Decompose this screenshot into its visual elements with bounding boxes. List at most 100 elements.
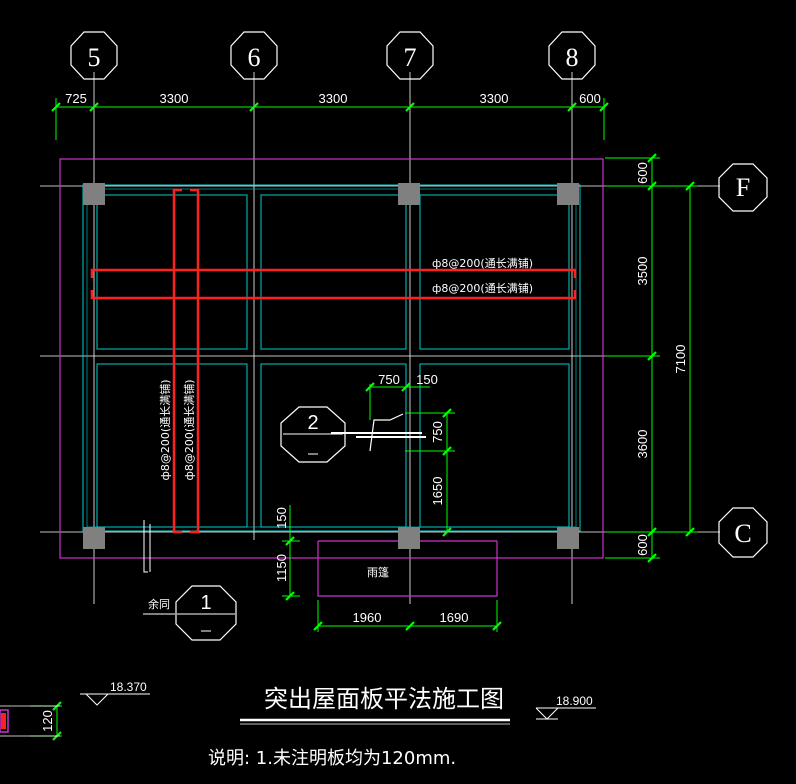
axis-label: 5 <box>88 43 101 72</box>
axis-label: 7 <box>404 43 417 72</box>
description-note: 说明: 1.未注明板均为120mm. <box>208 748 456 769</box>
beams <box>82 184 581 532</box>
stair-opening <box>331 413 426 452</box>
dimension-text: 3300 <box>319 91 348 106</box>
axis-bubble-6: 6 <box>230 31 278 80</box>
axis-bubble-octagon <box>548 31 596 80</box>
axis-bubble-5: 5 <box>70 31 118 80</box>
column <box>398 183 420 205</box>
dim-tick <box>685 527 695 537</box>
dim-tick <box>401 382 411 392</box>
axis-bubble-8: 8 <box>548 31 596 80</box>
dimension-text: 725 <box>65 91 87 106</box>
dim-tick <box>51 102 61 112</box>
columns <box>83 183 579 549</box>
panel-1 <box>96 194 248 350</box>
dim-tick <box>647 527 657 537</box>
axis-bubble-octagon <box>70 31 118 80</box>
slab-section-detail <box>0 705 60 737</box>
dimension-text: 1650 <box>430 477 445 506</box>
axis-bubble-octagon <box>718 163 768 212</box>
axis-label: F <box>736 173 750 202</box>
elevation-triangle <box>535 707 559 720</box>
axis-bubble-octagon <box>230 31 278 80</box>
dim-tick <box>365 382 375 392</box>
dim-tick <box>647 351 657 361</box>
dimension-text: 600 <box>635 162 650 184</box>
elevation-text: 18.900 <box>556 694 593 708</box>
panel-3 <box>419 194 570 350</box>
elevation-triangle <box>85 693 109 706</box>
axis-bubble-f: F <box>718 163 768 212</box>
column <box>557 527 579 549</box>
slab-outline <box>59 158 604 597</box>
dimension-text: 3600 <box>635 430 650 459</box>
panel-5 <box>260 363 407 528</box>
rebar-line-vertical-2 <box>190 188 200 534</box>
dim-tick <box>599 102 609 112</box>
stair-break-line <box>369 413 404 452</box>
dim-tick <box>492 621 502 631</box>
axis-bubble-octagon <box>386 31 434 80</box>
dimension-text: 150 <box>416 372 438 387</box>
rebar-lines <box>90 188 577 534</box>
dimension-text: 7100 <box>673 345 688 374</box>
section-number: 1 <box>200 592 211 614</box>
rebar-line-horizontal-2 <box>90 290 577 300</box>
column <box>398 527 420 549</box>
canopy-label: 雨篷 <box>367 565 389 579</box>
dimension-text: 1960 <box>353 610 382 625</box>
panel-4 <box>96 363 248 528</box>
column <box>83 183 105 205</box>
rebar-label: ф8@200(通长满铺) <box>432 282 533 295</box>
slab-section-fill <box>1 713 6 729</box>
dimension-text: 600 <box>635 534 650 556</box>
dim-tick <box>405 621 415 631</box>
dim-tick <box>567 102 577 112</box>
dimension-text: 3500 <box>635 257 650 286</box>
dim-tick <box>647 153 657 163</box>
rebar-label: ф8@200(通长满铺) <box>159 380 172 481</box>
axis-label: 8 <box>566 43 579 72</box>
axis-label: C <box>734 519 751 548</box>
dimension-text: 150 <box>274 507 289 529</box>
dim-tick <box>405 102 415 112</box>
section-cut-line <box>143 520 148 573</box>
axis-bubble-c: C <box>718 507 768 558</box>
dim-tick <box>442 408 452 418</box>
rebar-line-horizontal-1 <box>90 268 577 278</box>
axis-bubble-octagon <box>718 507 768 558</box>
rebar-label: ф8@200(通长满铺) <box>432 257 533 270</box>
section-marker-2: 2 <box>280 406 346 463</box>
column <box>557 183 579 205</box>
rebar-label: ф8@200(通长满铺) <box>183 380 196 481</box>
dimension-lines <box>30 98 698 737</box>
dim-tick <box>89 102 99 112</box>
panel-2 <box>260 194 407 350</box>
dimension-text: 1690 <box>440 610 469 625</box>
rebar-line-vertical-1 <box>172 188 182 534</box>
axis-bubble-7: 7 <box>386 31 434 80</box>
dimension-text: 120 <box>40 710 55 732</box>
dimension-text: 3300 <box>480 91 509 106</box>
section-marker-octagon <box>280 406 346 463</box>
dimension-text: 750 <box>430 421 445 443</box>
dim-tick <box>442 446 452 456</box>
slab-edge <box>59 158 604 559</box>
dim-tick <box>685 181 695 191</box>
dimension-text: 750 <box>378 372 400 387</box>
slab-section <box>0 709 9 733</box>
dim-tick <box>285 591 295 601</box>
section-number: 2 <box>307 412 318 434</box>
dim-tick <box>647 553 657 563</box>
section-marker-1: 1 <box>143 520 237 641</box>
drawing-title: 突出屋面板平法施工图 <box>264 685 504 713</box>
elevation-mark-right <box>535 707 596 720</box>
dim-tick <box>313 621 323 631</box>
column <box>83 527 105 549</box>
same-label: 余同 <box>148 597 170 611</box>
elevation-text: 18.370 <box>110 680 147 694</box>
grid-lines <box>40 72 720 604</box>
dim-tick <box>285 536 295 546</box>
